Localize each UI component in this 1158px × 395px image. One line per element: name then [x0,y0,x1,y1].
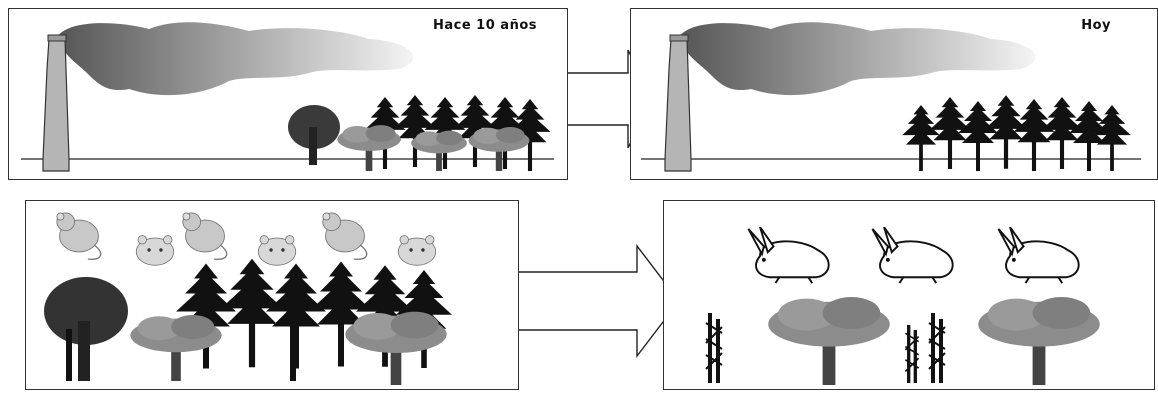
dead-tree-icon [904,325,920,383]
rat-icon [182,212,228,260]
mixed-forest-group [44,258,452,385]
smoke-cloud-icon [679,22,1036,96]
dead-tree-icon [927,313,947,383]
past-scene [21,22,554,172]
dead-tree-icon [704,313,724,383]
smoke-cloud-icon [57,22,414,96]
chimney-icon [42,38,70,172]
forest-group [288,95,551,171]
sparse-forest-group [704,297,1100,385]
panel-present-ecosystem [663,200,1155,390]
rabbit-icon [747,227,830,285]
present-ecosystem-scene [704,227,1100,385]
present-scene [641,22,1141,172]
rabbits-group [747,227,1080,285]
hamster-icon [135,235,175,266]
panel-present-pollution: Hoy [630,8,1158,180]
panel-title-past: Hace 10 años [432,18,537,33]
past-ecosystem-scene [44,212,452,385]
rabbit-icon [871,227,954,285]
hamster-icon [257,235,297,266]
right-arrow-icon [519,244,680,358]
panel-title-present: Hoy [1081,18,1111,33]
broadleaf-tree-icon [978,297,1100,385]
rat-icon [56,212,102,260]
broadleaf-tree-icon [768,297,890,385]
conifer-forest-group [902,95,1131,171]
hamster-icon [397,235,437,266]
panel-past-pollution: Hace 10 años [8,8,568,180]
chimney-icon [664,38,692,172]
rat-icon [322,212,368,260]
panel-past-ecosystem [25,200,519,390]
animals-group [56,212,437,266]
rabbit-icon [997,227,1080,285]
